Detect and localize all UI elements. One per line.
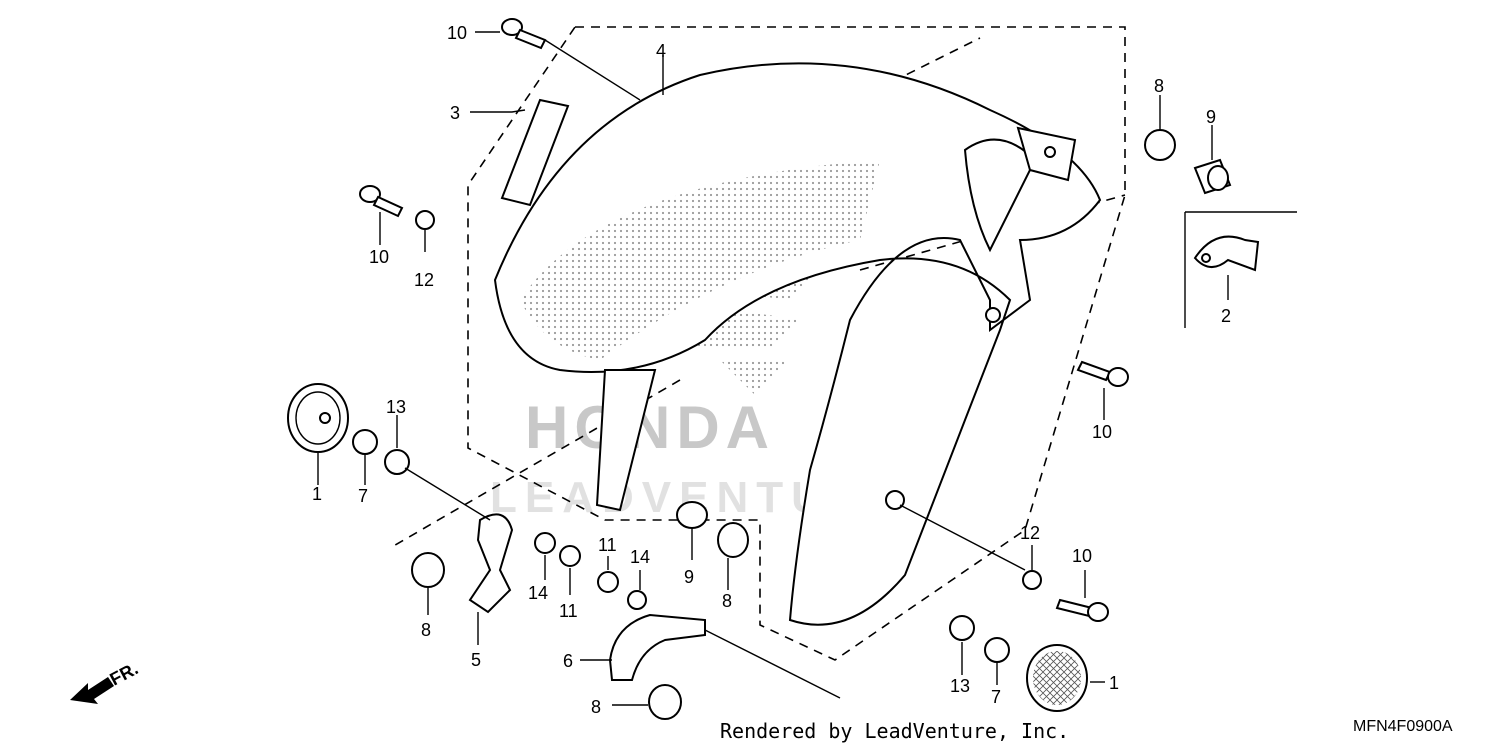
callout-13: 13 [950, 676, 970, 696]
callout-14: 14 [528, 583, 548, 603]
grommet-part-8-bottom [648, 684, 682, 720]
callout-11: 11 [598, 535, 617, 555]
washer-part-14-b [627, 590, 647, 610]
fender-shading [520, 160, 880, 360]
nut-part-11-b [597, 571, 619, 593]
fender-rear-stay [963, 138, 1037, 253]
callout-13: 13 [386, 397, 406, 417]
decal-part-3 [500, 98, 570, 207]
callout-2: 2 [1221, 306, 1231, 326]
callout-8: 8 [1154, 76, 1164, 96]
callout-5: 5 [471, 650, 481, 670]
callout-4: 4 [656, 41, 666, 61]
inset-part-2 [1184, 211, 1297, 328]
credit-text: Rendered by LeadVenture, Inc. [720, 719, 1069, 743]
bolt-part-10-top [501, 18, 547, 50]
callout-7: 7 [991, 687, 1001, 707]
washer-part-14-a [534, 532, 556, 554]
collar-part-7-left [352, 429, 378, 455]
callout-6: 6 [563, 651, 573, 671]
washer-part-12-left [415, 210, 435, 230]
bolt-part-10-right [1076, 360, 1129, 387]
callout-8: 8 [722, 591, 732, 611]
collar-part-9-mid [676, 501, 708, 529]
callout-12: 12 [1020, 523, 1040, 543]
reflector-part-1-left [287, 383, 349, 453]
callout-11: 11 [559, 601, 578, 621]
grommet-part-8-top [1144, 129, 1176, 161]
callout-1: 1 [1109, 673, 1119, 693]
callout-3: 3 [450, 103, 460, 123]
bracket-part-5 [468, 513, 514, 614]
callout-10: 10 [447, 23, 467, 43]
callout-1: 1 [312, 484, 322, 504]
collar-part-7-right [984, 637, 1010, 663]
washer-part-13-right [949, 615, 975, 641]
bolt-part-10-left [359, 185, 404, 218]
watermark-brand: HONDA [525, 394, 775, 461]
grommet-part-8-left [411, 552, 445, 588]
bolt-part-10-lowright [1055, 598, 1109, 622]
grommet-part-8-mid [717, 522, 749, 558]
fender-inner-tab [595, 369, 657, 512]
callout-9: 9 [1206, 107, 1216, 127]
reflector-part-1-right [1026, 644, 1088, 712]
front-direction-arrow-icon [70, 677, 114, 704]
washer-part-12-right [1022, 570, 1042, 590]
front-fender [493, 62, 1102, 626]
washer-part-13-left [384, 449, 410, 475]
diagram-code: MFN4F0900A [1353, 718, 1453, 735]
callout-12: 12 [414, 270, 434, 290]
callout-8: 8 [591, 697, 601, 717]
callout-8: 8 [421, 620, 431, 640]
callout-10: 10 [369, 247, 389, 267]
callout-10: 10 [1072, 546, 1092, 566]
collar-part-9-top [1193, 158, 1232, 195]
callout-numbers: 10 4 3 10 12 8 9 2 10 13 1 7 11 14 11 14… [312, 23, 1231, 717]
callout-14: 14 [630, 547, 650, 567]
callout-10: 10 [1092, 422, 1112, 442]
callout-7: 7 [358, 486, 368, 506]
callout-9: 9 [684, 567, 694, 587]
nut-part-11-a [559, 545, 581, 567]
bracket-part-6 [608, 613, 706, 681]
leader-lines [317, 31, 1229, 706]
